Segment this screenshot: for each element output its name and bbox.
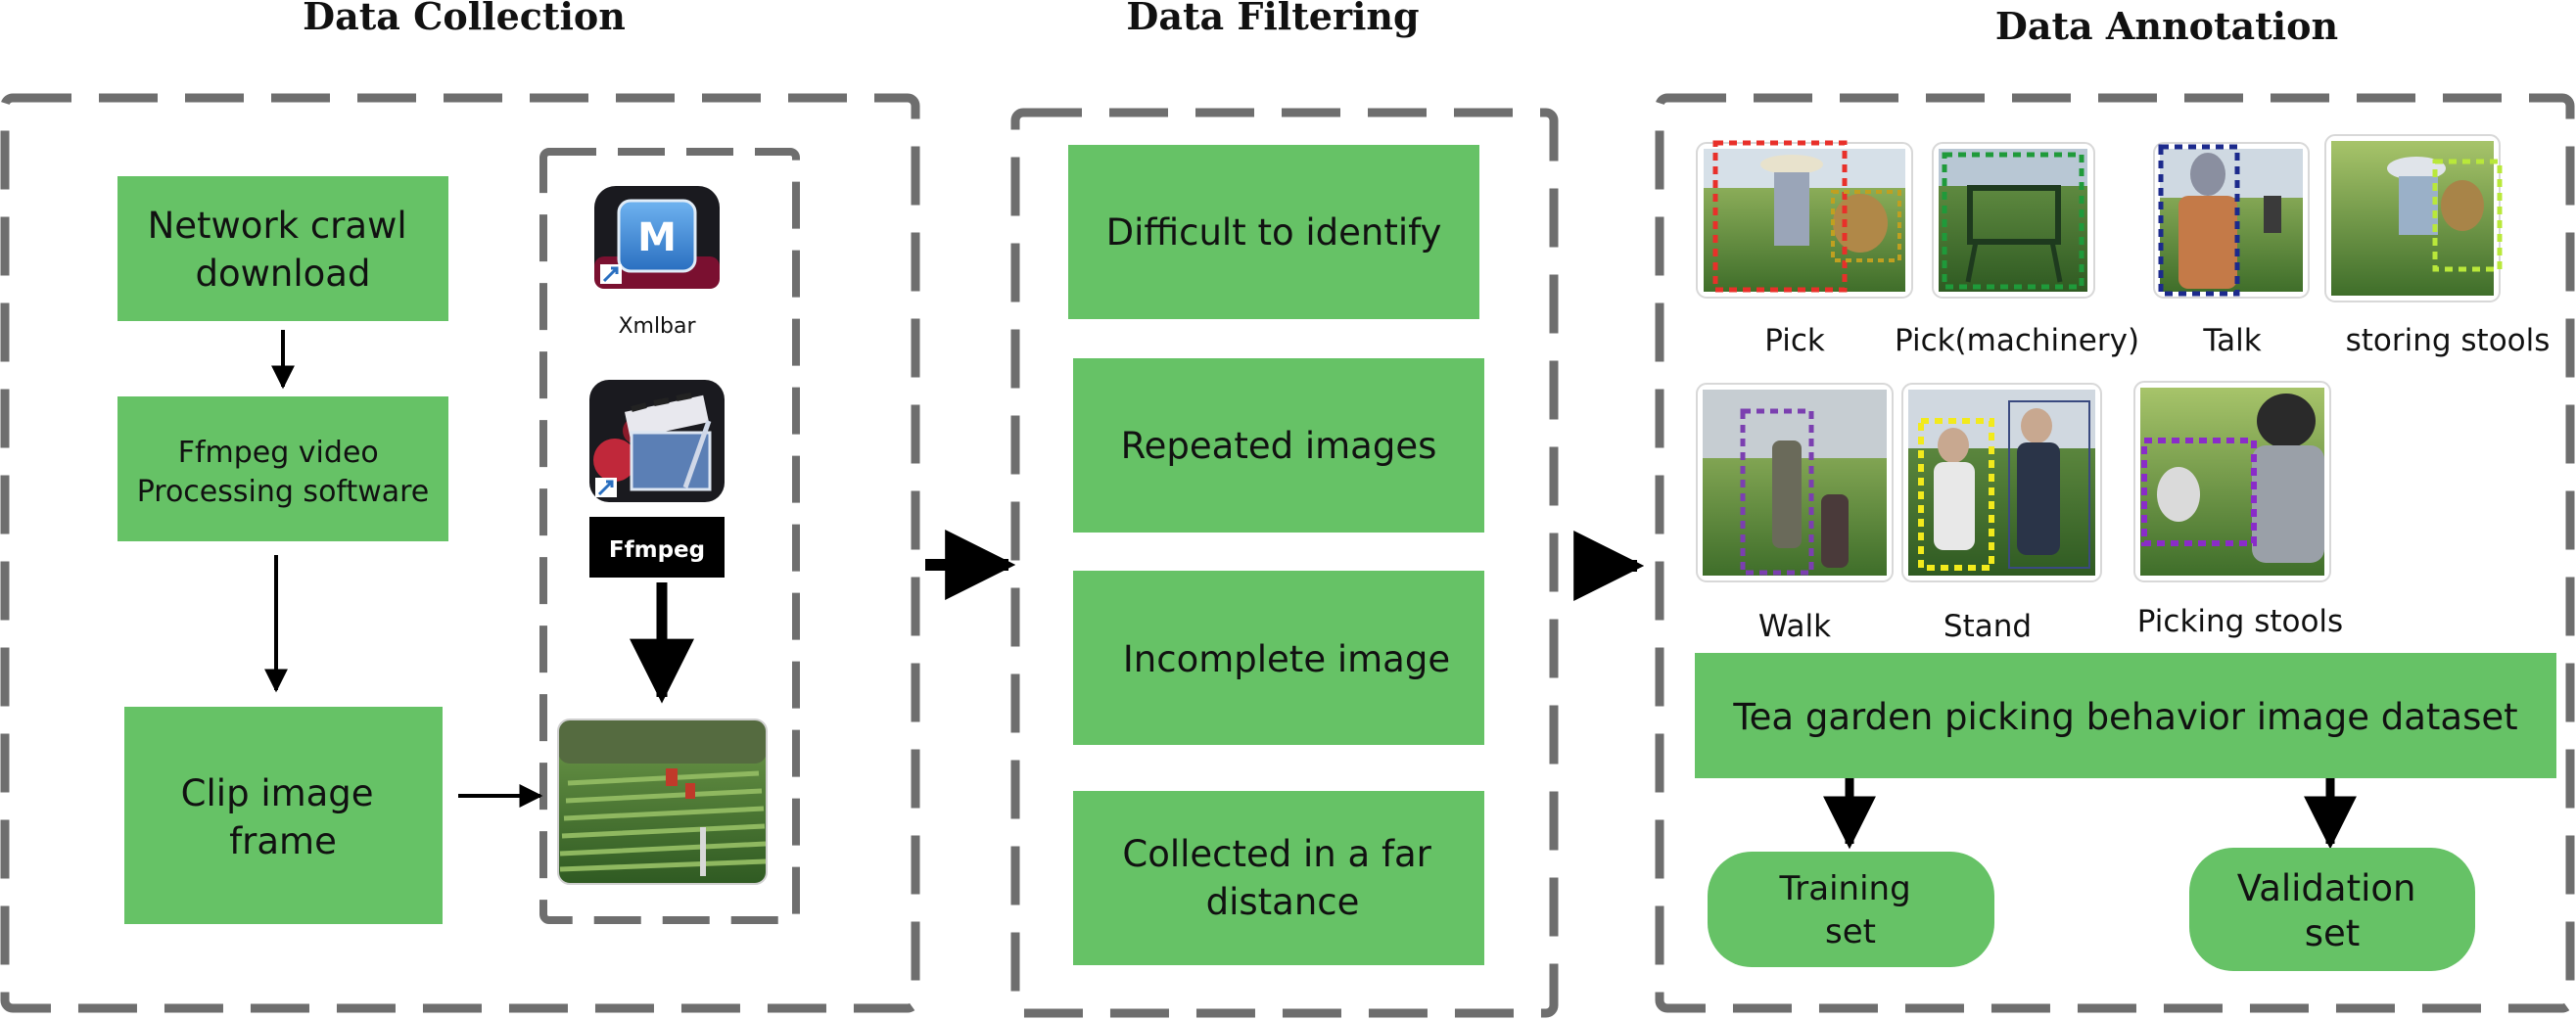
sample-photo-stand [1901, 383, 2102, 582]
step-network-crawl: Network crawl download [117, 176, 448, 321]
step-network-crawl-line-1: Network crawl [148, 205, 407, 247]
filter-incomplete-image: Incomplete image [1073, 571, 1484, 745]
ffmpeg-app-icon [589, 380, 725, 502]
sample-photo-pick [1696, 140, 1913, 299]
bbox-talk [2158, 144, 2240, 297]
bbox-stand [1918, 418, 1994, 571]
dataset-box: Tea garden picking behavior image datase… [1695, 653, 2556, 778]
sample-label-pick: Pick [1764, 323, 1825, 358]
filter-far-box [1073, 791, 1484, 965]
filter-incomplete-text: Incomplete image [1123, 638, 1450, 680]
sample-photo-picking-stools [2133, 381, 2331, 582]
svg-text:Ffmpeg video Processing: Ffmpeg video Processing software [137, 436, 430, 509]
filter-difficult-box [1068, 145, 1479, 319]
svg-text:M: M [637, 215, 677, 260]
sample-photo-walk [1696, 383, 1894, 582]
sample-label-picking-stools: Picking stools [2137, 604, 2343, 639]
svg-text:Validation set: Validation set [2237, 867, 2427, 954]
split-validation-line-1: Validation [2237, 867, 2416, 909]
xmlbar-app-icon: M [594, 186, 720, 289]
bbox-storing-stools [2432, 159, 2503, 272]
sample-label-walk: Walk [1758, 609, 1831, 644]
split-training-set: Training set [1708, 852, 1994, 967]
step-ffmpeg-processing: Ffmpeg video Processing software [117, 396, 448, 541]
bbox-walk [1740, 408, 1814, 576]
tools-panel [539, 148, 800, 924]
step-ffmpeg-processing-line-2: Processing software [137, 475, 430, 509]
tool-name-ffmpeg: Ffmpeg [609, 537, 705, 563]
tool-name-xmlbar: Xmlbar [618, 314, 696, 339]
tea-garden-aerial-photo [557, 719, 768, 885]
filtering-title: Data Filtering [1126, 0, 1419, 38]
filter-far-distance: Collected in a far distance [1073, 791, 1484, 965]
svg-text:Training set: Training set [1779, 869, 1922, 951]
filter-repeated-text: Repeated images [1121, 425, 1437, 467]
filter-difficult-text: Difficult to identify [1106, 211, 1442, 254]
collection-panel [0, 93, 920, 1013]
sample-photo-talk [2153, 142, 2310, 299]
sample-label-storing-stools: storing stools [2346, 323, 2551, 358]
filter-far-line-1: Collected in a far [1122, 833, 1431, 875]
sample-label-pick-machinery: Pick(machinery) [1895, 323, 2139, 358]
annotation-panel [1655, 93, 2575, 1013]
filter-repeated-images: Repeated images [1073, 358, 1484, 533]
split-training-line-2: set [1825, 912, 1876, 951]
sample-photo-storing-stools [2324, 134, 2503, 302]
step-clip-image-frame-line-1: Clip image [181, 772, 374, 814]
svg-text:Network crawl download: Network crawl download [148, 205, 419, 295]
split-validation-box [2189, 848, 2475, 971]
step-clip-image-frame-line-2: frame [229, 820, 337, 862]
filtering-panel [1010, 108, 1559, 1018]
step-ffmpeg-processing-box [117, 396, 448, 541]
annotation-title: Data Annotation [1995, 4, 2338, 48]
step-clip-image-frame-box [124, 707, 443, 924]
step-clip-image-frame: Clip image frame [124, 707, 443, 924]
step-network-crawl-line-2: download [196, 253, 371, 295]
svg-text:Clip image frame: Clip image frame [181, 772, 386, 862]
split-validation-line-2: set [2305, 912, 2361, 954]
step-network-crawl-box [117, 176, 448, 321]
split-training-box [1708, 852, 1994, 967]
svg-text:Collected in a far dista: Collected in a far distance [1122, 833, 1442, 923]
dataset-box-fill [1695, 653, 2556, 778]
filter-repeated-box [1073, 358, 1484, 533]
filter-difficult-to-identify: Difficult to identify [1068, 145, 1479, 319]
split-validation-set: Validation set [2189, 848, 2475, 971]
split-training-line-1: Training [1779, 869, 1911, 908]
sample-label-stand: Stand [1944, 609, 2032, 644]
sample-label-talk: Talk [2202, 323, 2261, 358]
filter-incomplete-box [1073, 571, 1484, 745]
collection-title: Data Collection [303, 0, 626, 38]
bbox-pick-machinery [1942, 152, 2084, 290]
sample-photo-pick-machinery [1932, 142, 2095, 299]
bbox-picking-stools [2141, 438, 2257, 546]
step-ffmpeg-processing-line-1: Ffmpeg video [178, 436, 379, 470]
filter-far-line-2: distance [1206, 881, 1360, 923]
tool-name-ffmpeg-badge: Ffmpeg [589, 517, 725, 578]
dataset-title: Tea garden picking behavior image datase… [1732, 696, 2517, 738]
